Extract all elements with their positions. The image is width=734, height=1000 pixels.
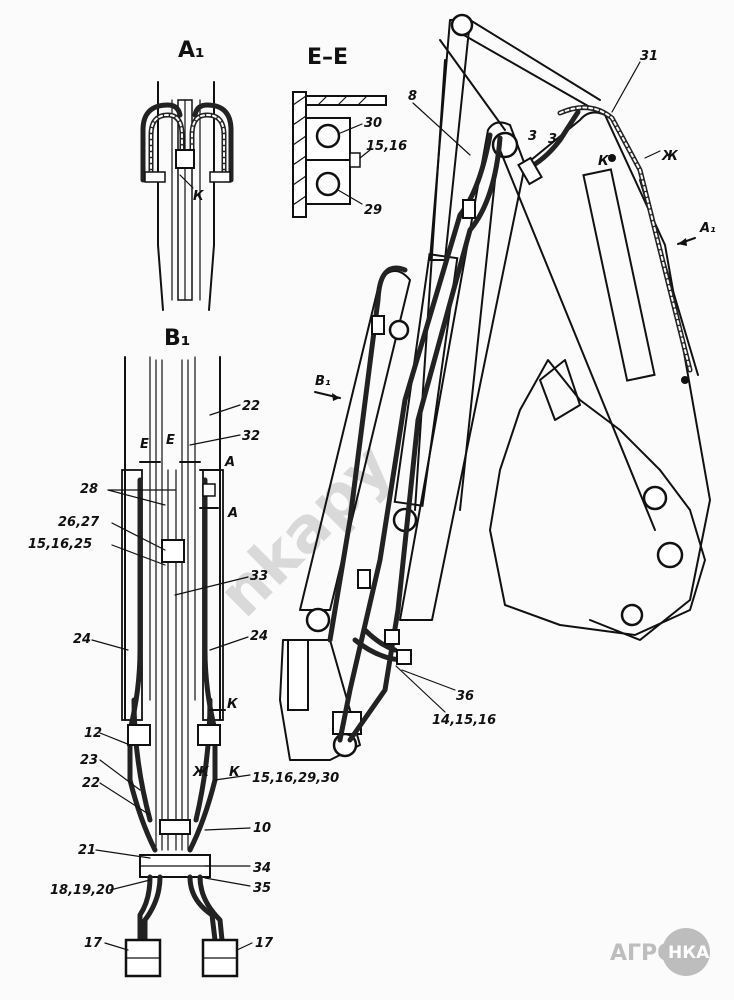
label-k: К — [193, 189, 205, 204]
label-a1-arrow: А₁ — [699, 221, 716, 236]
section-e-e-title: Е–Е — [307, 45, 348, 70]
label-k-main: К — [598, 154, 610, 169]
label-k-b1: К — [227, 697, 239, 712]
label-22-bottom: 22 — [82, 776, 100, 791]
label-15-16-25: 15,16,25 — [28, 537, 92, 552]
view-a1-detail: А₁ К — [140, 38, 234, 311]
label-e-right: Е — [166, 433, 175, 448]
label-17-right: 17 — [255, 936, 274, 951]
label-14-15-16: 14,15,16 — [432, 713, 496, 728]
label-28: 28 — [80, 482, 98, 497]
label-3-left: 3 — [528, 129, 537, 144]
label-29: 29 — [364, 203, 382, 218]
label-zh: Ж — [192, 765, 210, 780]
label-21: 21 — [78, 843, 96, 858]
label-a-bottom: А — [227, 506, 238, 521]
logo-text-right: НКА — [668, 943, 710, 963]
label-k-lower: К — [229, 765, 241, 780]
agronka-logo: АГРО НКА — [610, 928, 710, 976]
label-17-left: 17 — [84, 936, 103, 951]
label-8: 8 — [408, 89, 417, 104]
label-22-top: 22 — [242, 399, 260, 414]
label-36: 36 — [456, 689, 474, 704]
label-a-top: А — [224, 455, 235, 470]
label-10: 10 — [253, 821, 271, 836]
label-18-19-20: 18,19,20 — [50, 883, 114, 898]
label-33: 33 — [250, 569, 268, 584]
label-35: 35 — [253, 881, 271, 896]
label-15-16: 15,16 — [366, 139, 407, 154]
label-32: 32 — [242, 429, 260, 444]
label-3-right: 3 — [548, 132, 557, 147]
logo-circle — [662, 928, 710, 976]
label-12: 12 — [84, 726, 102, 741]
label-34: 34 — [253, 861, 271, 876]
label-30: 30 — [364, 116, 382, 131]
view-a1-title: А₁ — [178, 38, 205, 63]
main-arm-view: 8 31 3 3 Ж К А₁ В₁ 36 14,15,16 — [279, 13, 716, 761]
view-b1-title: В₁ — [164, 326, 190, 351]
label-26-27: 26,27 — [58, 515, 100, 530]
label-e-left: Е — [140, 437, 149, 452]
label-15-16-29-30: 15,16,29,30 — [252, 771, 339, 786]
label-24-right: 24 — [250, 629, 268, 644]
label-24-left: 24 — [73, 632, 91, 647]
section-e-e-detail: Е–Е 30 15,16 29 — [292, 45, 407, 218]
label-31: 31 — [640, 49, 658, 64]
label-b1-arrow: В₁ — [315, 374, 331, 389]
label-zh-main: Ж — [661, 149, 679, 164]
label-23: 23 — [80, 753, 98, 768]
view-b1-detail: В₁ — [28, 326, 339, 978]
